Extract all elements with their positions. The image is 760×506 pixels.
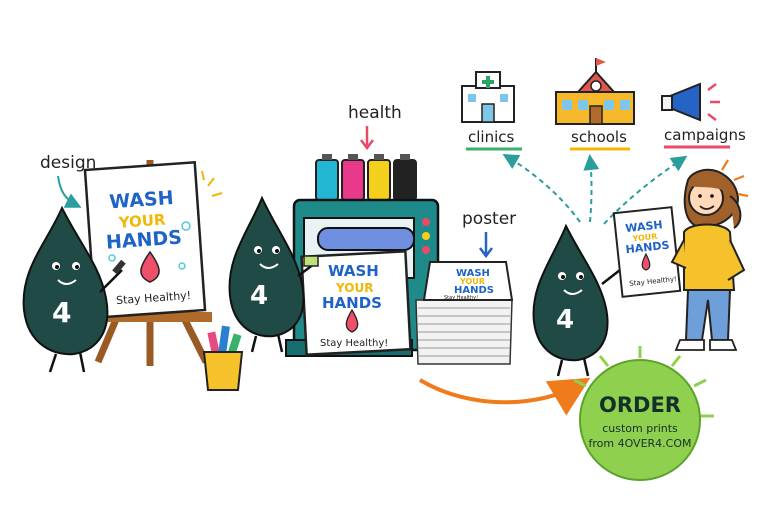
mascot-number: 4 <box>556 305 574 335</box>
stack-poster-your: YOUR <box>459 277 485 286</box>
stack-poster-wash: WASH <box>456 268 490 279</box>
easel-poster-footer: Stay Healthy! <box>116 289 192 307</box>
mascot-printer: 4 <box>228 195 319 353</box>
design-label: design <box>40 153 96 173</box>
easel-poster-wash: WASH <box>109 187 175 213</box>
held-poster-your: YOUR <box>631 232 658 244</box>
press-poster-your: YOUR <box>335 281 373 295</box>
destinations: clinics schools campaigns <box>461 58 746 225</box>
print-scene: health WASH YOUR H <box>228 103 516 365</box>
poster-stack: WASH YOUR HANDS Stay Healthy! <box>415 261 514 365</box>
held-poster-wash: WASH <box>625 218 663 235</box>
school-icon <box>555 58 635 125</box>
order-badge-title: ORDER <box>599 393 681 417</box>
mascot-deliverer: 4 <box>532 223 621 377</box>
easel-poster: WASH YOUR HANDS Stay Healthy! <box>83 161 207 319</box>
health-label: health <box>348 103 402 123</box>
easel-poster-hands: HANDS <box>105 226 182 253</box>
easel-poster-your: YOUR <box>117 211 166 232</box>
mascot-number: 4 <box>52 296 71 329</box>
design-arrow <box>57 175 82 208</box>
water-drop-icon <box>641 252 651 271</box>
order-badge-line2: from 4OVER4.COM <box>588 437 691 450</box>
mascot-number: 4 <box>250 281 268 311</box>
campaigns-label: campaigns <box>664 126 746 144</box>
press-poster: WASH YOUR HANDS Stay Healthy! <box>300 250 412 356</box>
press-roller <box>317 227 415 251</box>
excitement-lines-icon <box>721 159 749 198</box>
design-scene: design WASH YOUR HANDS Stay Healthy! <box>22 153 244 391</box>
megaphone-icon <box>661 82 720 122</box>
ink-cartridge-icon <box>315 154 417 201</box>
held-poster: WASH YOUR HANDS Stay Healthy! <box>612 206 682 298</box>
press-poster-footer: Stay Healthy! <box>320 338 388 349</box>
sparkle-icon <box>201 170 223 197</box>
order-badge[interactable]: ORDER custom prints from 4OVER4.COM <box>573 346 714 481</box>
order-arrow <box>418 377 591 416</box>
water-drop-icon <box>140 250 160 283</box>
badge-rays <box>573 346 714 418</box>
clinic-icon <box>461 71 515 123</box>
water-drop-icon <box>345 308 359 333</box>
order-badge-line1: custom prints <box>602 422 678 435</box>
brush-icon <box>112 259 126 275</box>
poster-label: poster <box>462 209 516 229</box>
delivery-scene: 4 WASH YOUR HANDS Stay Healthy! <box>532 159 749 377</box>
person <box>670 159 749 351</box>
mascot-designer: 4 <box>22 205 126 373</box>
schools-label: schools <box>571 128 627 146</box>
press-poster-wash: WASH <box>328 262 379 280</box>
press-lever-handle <box>303 255 319 267</box>
pencil-cup-icon <box>202 325 244 391</box>
press-poster-hands: HANDS <box>322 294 382 312</box>
held-poster-hands: HANDS <box>625 239 670 257</box>
stack-poster-footer: Stay Healthy! <box>444 295 478 301</box>
clinics-label: clinics <box>468 128 515 146</box>
stack-poster-hands: HANDS <box>454 285 494 296</box>
